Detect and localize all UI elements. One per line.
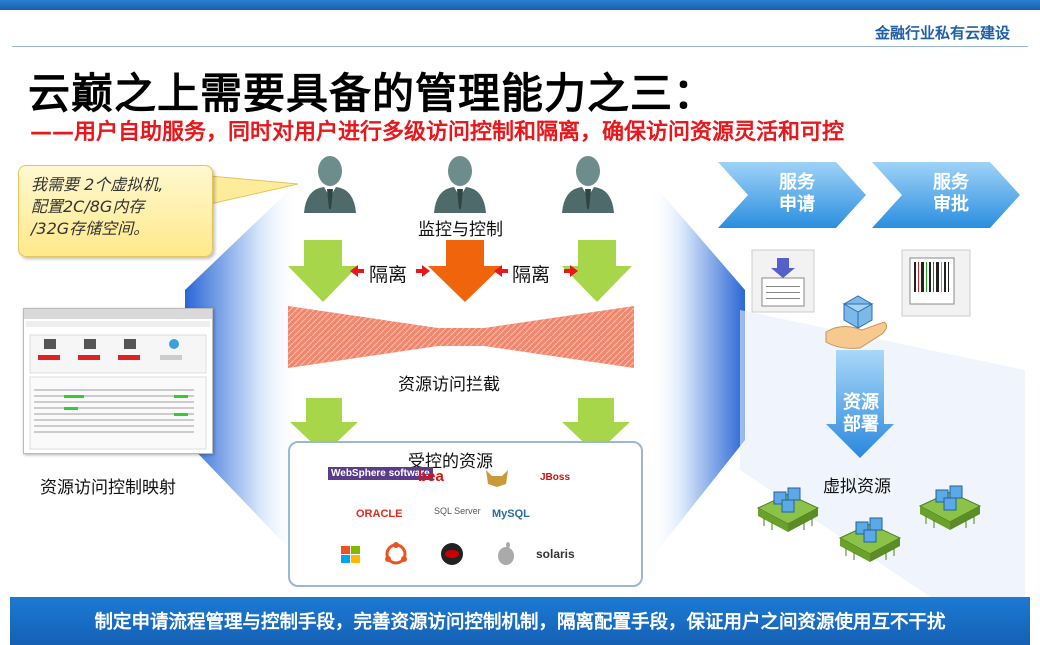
download-form-icon <box>751 249 815 313</box>
sqlserver-logo: SQL Server <box>434 506 481 516</box>
solaris-logo: solaris <box>536 547 575 561</box>
resource-deploy-step: 资源 部署 <box>843 392 879 435</box>
header-divider <box>12 46 1028 47</box>
background-wedges <box>185 180 1025 600</box>
intercept-label: 资源访问拦截 <box>398 375 500 395</box>
bubble-line-1: 我需要 2个虚拟机, <box>31 175 164 194</box>
process-chevrons <box>718 162 1020 228</box>
tomcat-logo <box>486 470 508 487</box>
brand-text: 金融行业私有云建设 <box>874 24 1010 42</box>
apple-logo <box>498 542 514 565</box>
access-intercept-band <box>288 306 634 368</box>
oracle-logo: ORACLE <box>356 508 403 520</box>
service-request-step: 服务 申请 <box>779 172 815 215</box>
green-down-arrow-icon <box>562 398 630 454</box>
jboss-logo: JBoss <box>540 472 571 483</box>
hand-cube-icon <box>825 295 888 349</box>
barcode-form-icon <box>901 249 971 317</box>
monitor-control-label: 监控与控制 <box>418 220 503 240</box>
virtual-resource-chip-icon <box>918 485 982 530</box>
footer-banner <box>10 597 1030 645</box>
orange-down-arrow-icon <box>428 240 502 302</box>
bubble-line-3: /32G存储空间。 <box>31 219 150 238</box>
green-down-arrow-icon <box>562 240 632 302</box>
isolation-arrows-left <box>350 265 430 277</box>
deploy-down-arrow-icon <box>826 350 894 458</box>
isolation-label-left: 隔离 <box>369 264 408 286</box>
top-banner <box>0 0 1040 10</box>
redhat-logo <box>441 543 463 565</box>
green-down-arrow-icon <box>290 398 358 454</box>
chevron-service-approval <box>872 162 1020 228</box>
service-approval-step: 服务 审批 <box>933 172 969 215</box>
green-down-arrow-icon <box>288 240 358 302</box>
bubble-line-2: 配置2C/8G内存 <box>31 197 145 216</box>
request-bubble: 我需要 2个虚拟机, 配置2C/8G内存 /32G存储空间。 <box>18 165 213 257</box>
page-title: 云巅之上需要具备的管理能力之三： <box>28 69 717 118</box>
left-wedge <box>185 180 300 560</box>
right-wedge <box>650 180 745 560</box>
bubble-tail <box>210 175 299 205</box>
isolation-label-right: 隔离 <box>512 264 551 286</box>
virtual-resource-chip-icon <box>838 517 902 562</box>
virtual-resource-chip-icon <box>756 487 820 532</box>
virtual-resources-label: 虚拟资源 <box>823 477 891 497</box>
websphere-logo: WebSphere software <box>328 467 433 480</box>
windows-logo <box>341 546 360 563</box>
user-icon <box>562 156 614 213</box>
page-subtitle: ——用户自助服务，同时对用户进行多级访问控制和隔离，确保访问资源灵活和可控 <box>30 120 845 145</box>
bea-logo: bea <box>418 468 444 485</box>
mysql-logo: MySQL <box>492 508 530 520</box>
user-icon <box>434 156 486 213</box>
ubuntu-logo <box>385 542 407 565</box>
user-icon <box>304 156 356 213</box>
isolation-arrows-right <box>494 265 578 277</box>
chevron-service-request <box>718 162 866 228</box>
footer-summary: 制定申请流程管理与控制手段，完善资源访问控制机制，隔离配置手段，保证用户之间资源… <box>94 612 946 633</box>
access-control-screenshot <box>23 308 213 454</box>
mapping-label: 资源访问控制映射 <box>40 478 176 498</box>
controlled-resources-box <box>288 441 643 587</box>
